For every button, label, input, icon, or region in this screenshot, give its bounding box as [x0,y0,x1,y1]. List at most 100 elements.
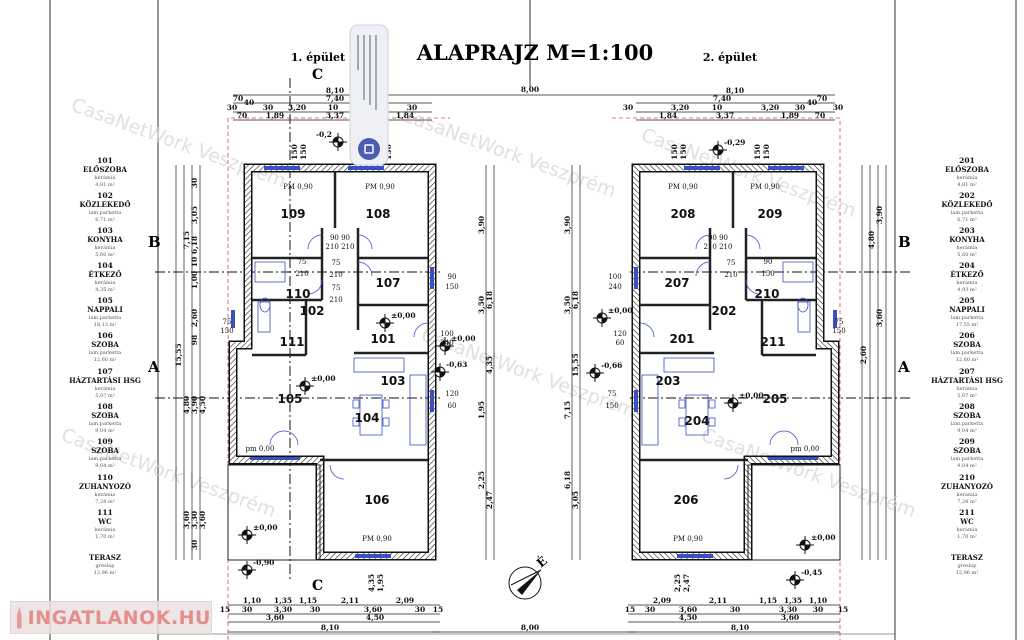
level-value: ±0,00 [451,334,476,343]
opening-size-label: 150 [445,283,458,291]
legend-room-number: 110 [97,473,113,482]
room-label: 205 [762,392,787,406]
doors [639,234,799,480]
vertical-dimension-label: 4,50 [198,396,207,414]
dimension-label: 10 [328,103,338,112]
legend-room-area: 9,04 m² [957,428,976,434]
terrace-outline [747,464,841,561]
legend-room-area: 4,81 m² [95,182,114,188]
vertical-dimension-label: 1,00 [190,271,199,289]
legend-room-number: 111 [97,508,113,517]
legend-room-material: kerámia [95,385,116,392]
opening-size-label: 75 [727,259,736,267]
opening-size-label: PM 0,90 [668,183,698,191]
dimension-label: 30 [263,103,273,112]
legend-room-number: 104 [97,261,113,270]
dimension-label: 30 [795,103,805,112]
vertical-dimension-label: 2,47 [682,574,691,592]
legend-room-area: 6,71 m² [95,217,114,223]
opening-size-label: 90 [764,258,773,266]
level-value: ±0,00 [391,311,416,320]
level-value: ±0,00 [811,533,836,542]
legend-room-number: 203 [959,226,975,235]
grid-axes [155,78,910,580]
legend-room-material: kerámia [95,491,116,498]
dimension-label: 3,20 [288,103,306,112]
legend-room-name: SZOBA [953,340,981,349]
dimension-label: 8,10 [731,623,749,632]
opening-size-label: 75 [332,284,341,292]
legend-room-name: SZOBA [91,446,119,455]
dimension-label: 15 [625,605,635,614]
level-marker-icon [296,377,314,395]
dimension-label: 4,50 [679,613,697,622]
room-label: 110 [285,287,310,301]
opening-size-label: 75 [332,259,341,267]
room-label: 106 [364,493,389,507]
opening-size-label: 210 [724,271,737,279]
level-value: -0,2 [316,130,332,139]
opening-size-label: 75 [298,258,307,266]
dimension-label: 7,40 [326,94,344,103]
dimension-label: 3,30 [274,605,292,614]
legend-room-area: 12,60 m² [956,357,979,363]
dimension-lines [175,94,887,633]
house-icon [17,606,22,629]
legend-room-material: greslap [958,563,977,569]
vertical-dimension-label: 7,15 [563,401,572,419]
level-marker-icon [786,571,804,589]
vertical-dimension-label: 1,95 [376,574,385,592]
room-label: 104 [354,411,379,425]
legend-room-name: ÉTKEZŐ [88,270,121,279]
dimension-label: 30 [645,605,655,614]
opening-size-label: 240 [608,283,621,291]
dimension-label: 40 [807,98,817,107]
vertical-dimension-label: 4,35 [367,574,376,592]
ingatlanok-logo: INGATLANOK.HU [10,601,212,634]
svg-text:É: É [533,553,550,570]
dimension-label: 40 [244,98,254,107]
vertical-dimension-label: 3,50 [563,296,572,314]
vertical-dimension-label: 2,60 [190,309,199,327]
legend-room-area: 4,35 m² [95,287,114,293]
interior-walls [640,172,816,462]
dimension-label: 2,09 [653,596,671,605]
dimension-label: 15 [220,605,230,614]
legend-room-number: 102 [97,191,113,200]
dimension-label: 70 [237,111,247,120]
axis-b-right: B [898,233,911,251]
legend-room-number: 202 [959,191,975,200]
vertical-dimension-label: 7,15 [182,231,191,249]
level-value: -0,66 [601,361,622,370]
opening-size-label: PM 0,90 [362,535,392,543]
opening-size-label: 60 [616,339,625,347]
dimension-label: 1,15 [299,596,317,605]
vertical-dimension-label: 3,90 [875,206,884,224]
legend-room-name: ZUHANYOZÓ [79,482,131,491]
level-value: -0,45 [801,568,822,577]
legend-room-area: 4,93 m² [957,287,976,293]
note-button-icon[interactable] [358,138,380,160]
dimension-label: 7,40 [713,94,731,103]
dimension-label: 3,20 [761,103,779,112]
room-label: 105 [277,392,302,406]
legend-room-name: ELŐSZOBA [945,165,990,174]
opening-size-label: 60 [448,402,457,410]
opening-size-label: 75 [223,318,232,326]
opening-size-label: pm 0,00 [246,445,275,453]
room-label: 208 [670,207,695,221]
doors [269,234,429,480]
dimension-label: 3,30 [779,605,797,614]
room-label: 203 [655,374,680,388]
dimension-label: 3,37 [716,111,734,120]
dimension-label: 8,10 [321,623,339,632]
dimension-label: 30 [813,605,823,614]
vertical-dimension-label: 15,55 [174,343,183,367]
room-label: 102 [299,304,324,318]
room-label: 101 [370,332,395,346]
legend-room-area: 6,71 m² [957,217,976,223]
overlay-note-popup[interactable] [349,24,389,166]
opening-size-label: 240 [440,339,453,347]
legend-room-material: lam.parketta [89,210,121,216]
windows [634,166,837,558]
